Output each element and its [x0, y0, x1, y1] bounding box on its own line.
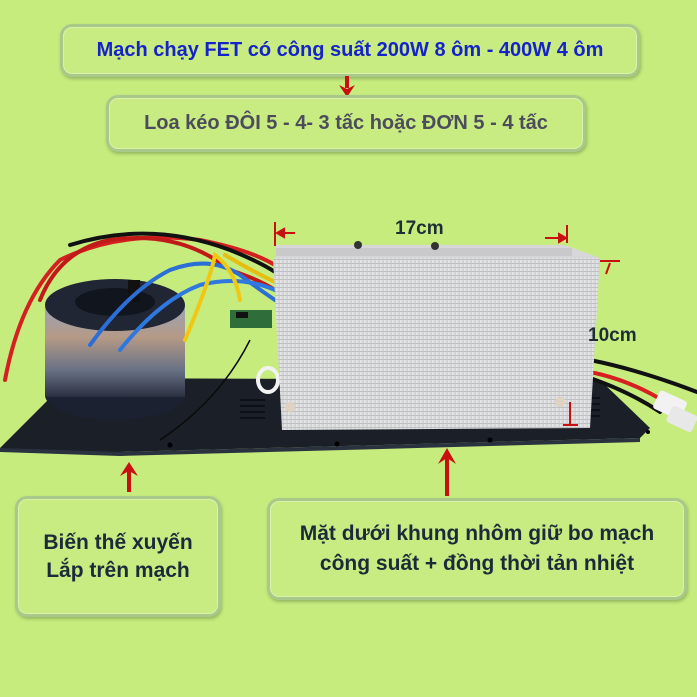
callout-line: công suất + đồng thời tản nhiệt: [319, 552, 635, 575]
heatsink-callout-box: Mặt dưới khung nhôm giữ bo mạch công suấ…: [267, 498, 687, 600]
transformer-callout-box: Biến thế xuyến Lắp trên mạch: [15, 496, 221, 617]
arrow-up-icon: [438, 448, 456, 496]
title-text: Mạch chạy FET có công suất 200W 8 ôm - 4…: [96, 39, 604, 61]
subtitle-box: Loa kéo ĐÔI 5 - 4- 3 tấc hoặc ĐƠN 5 - 4 …: [106, 95, 586, 152]
toroidal-transformer: [45, 279, 185, 420]
product-photo: [0, 222, 697, 456]
height-dimension-label: 10cm: [588, 325, 637, 346]
subtitle-text: Loa kéo ĐÔI 5 - 4- 3 tấc hoặc ĐƠN 5 - 4 …: [144, 112, 548, 134]
arrow-up-icon: [120, 462, 138, 492]
arrow-down-icon: [339, 76, 355, 97]
width-dimension-label: 17cm: [395, 218, 444, 239]
aluminum-heatsink: [273, 241, 600, 430]
callout-line: Mặt dưới khung nhôm giữ bo mạch: [299, 522, 655, 545]
callout-line: Lắp trên mạch: [46, 558, 190, 582]
title-box: Mạch chạy FET có công suất 200W 8 ôm - 4…: [60, 24, 640, 77]
callout-line: Biến thế xuyến: [43, 530, 193, 554]
